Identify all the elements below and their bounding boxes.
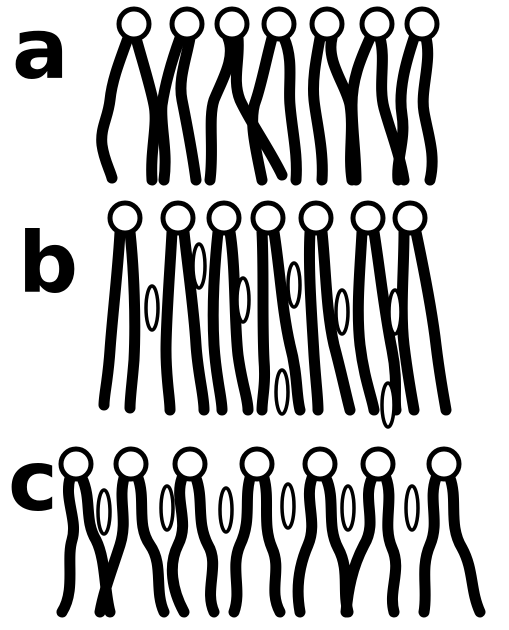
sterol-molecule [382,383,394,427]
sterol-molecule [193,244,205,288]
lipid [163,203,204,410]
sterol-molecule [389,290,401,334]
panel-a-label: a [12,0,69,98]
sterol-molecule [336,290,348,334]
lipid [395,203,446,410]
panel-c-lipids [61,449,480,612]
panel-c: c [8,432,480,612]
lipid [298,449,348,612]
panel-c-label: c [8,432,58,530]
lipid [424,449,480,612]
panel-b-label: b [18,214,78,312]
lipid [312,9,352,180]
sterol-molecule [220,488,232,532]
lipid [172,449,214,612]
panel-b: b [18,203,446,427]
sterol-molecule [342,486,354,530]
lipid [104,203,140,408]
sterol-molecule [282,484,294,528]
sterol-molecule [161,486,173,530]
lipid [100,449,164,612]
panel-a: a [12,0,437,180]
sterol-molecule [276,370,288,414]
sterol-molecule [406,486,418,530]
lipid [346,449,396,612]
lipid [162,9,202,180]
sterol-molecule [288,263,300,307]
lipid [102,9,155,180]
panel-a-lipids [102,9,437,180]
lipid [398,9,437,180]
sterol-molecule [237,278,249,322]
sterol-molecule [98,490,110,534]
sterol-molecule [146,286,158,330]
lipid [234,449,280,612]
